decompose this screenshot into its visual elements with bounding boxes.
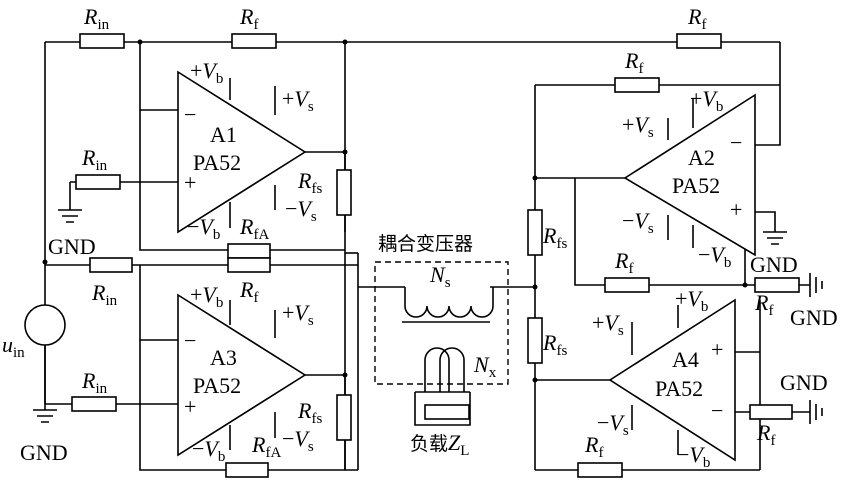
label-rfs-a4: Rfs <box>542 330 567 359</box>
resistor-rin-a1-plus <box>75 174 121 190</box>
a1-plus-sign: + <box>184 170 196 195</box>
label-rfa-a1: RfA <box>239 214 269 243</box>
a3-minus-sign: − <box>184 328 196 353</box>
gnd-label-a4: GND <box>780 370 828 395</box>
a4-minus-sign: − <box>711 398 723 423</box>
transformer-primary-coil <box>402 287 494 323</box>
gnd-label-a1: GND <box>48 234 96 259</box>
resistors <box>71 33 800 478</box>
label-rin-a3: Rin <box>91 280 118 309</box>
resistor-rfs-a1 <box>336 169 352 216</box>
opamp-a2-name: A2 <box>688 145 715 170</box>
resistor-rf-a1 <box>231 33 277 49</box>
label-rfa-a3: RfA <box>251 432 281 461</box>
resistor-rf-gnd <box>754 277 800 293</box>
a4-vs-minus: −Vs <box>597 410 629 439</box>
label-rfs-a3: Rfs <box>297 398 322 427</box>
label-rf-gnd: Rf <box>754 290 773 319</box>
opamp-a2-model: PA52 <box>672 173 720 198</box>
resistor-rf-a3 <box>227 257 271 273</box>
a4-vb-minus: −Vb <box>677 442 710 471</box>
a2-vb-plus: +Vb <box>690 86 723 115</box>
label-ns: Ns <box>429 262 451 291</box>
a1-minus-sign: − <box>184 102 196 127</box>
label-nx: Nx <box>473 352 497 381</box>
a3-vb-minus: −Vb <box>192 436 225 465</box>
opamp-a3-name: A3 <box>210 345 237 370</box>
a2-vs-plus: +Vs <box>622 112 654 141</box>
label-uin: uin <box>2 332 25 361</box>
a1-vs-plus: +Vs <box>282 86 314 115</box>
a2-vs-minus: −Vs <box>622 208 654 237</box>
resistor-rfs-a2 <box>527 209 543 256</box>
resistor-rf-top <box>676 33 722 49</box>
a3-vb-plus: +Vb <box>190 282 223 311</box>
gnd-label-rf: GND <box>790 305 838 330</box>
gnd-label-a2: GND <box>750 252 798 277</box>
load-label: 负载ZL <box>410 430 469 459</box>
a2-minus-sign: − <box>730 130 742 155</box>
label-rf-top: Rf <box>687 4 706 33</box>
label-rf-a4-gnd: Rf <box>756 420 775 449</box>
ground-symbols <box>33 209 823 424</box>
resistor-rfs-a4 <box>527 317 543 364</box>
label-rf-a2: Rf <box>624 48 643 77</box>
transformer-title: 耦合变压器 <box>378 233 473 255</box>
opamp-a3-model: PA52 <box>193 373 241 398</box>
opamp-a1-name: A1 <box>210 122 237 147</box>
label-rin-a1-plus: Rin <box>81 145 108 174</box>
label-rfs-a1: Rfs <box>297 168 322 197</box>
resistor-rfs-a3 <box>336 394 352 441</box>
junctions <box>42 39 748 383</box>
opamp-a1 <box>177 70 307 234</box>
resistor-rin-a3 <box>89 257 133 273</box>
a4-vb-plus: +Vb <box>675 286 708 315</box>
a1-vb-plus: +Vb <box>190 58 223 87</box>
label-rf-a2-bottom: Rf <box>614 248 633 277</box>
opamp-a4-name: A4 <box>672 347 699 372</box>
transformer-box <box>374 261 509 385</box>
resistor-rin-a1 <box>79 33 125 49</box>
resistor-rf-a2 <box>614 77 660 93</box>
opamp-a3 <box>177 293 307 457</box>
transformer-secondary-coil <box>414 347 471 426</box>
resistor-rf-a4 <box>577 462 623 478</box>
a3-vs-minus: −Vs <box>282 426 314 455</box>
a4-plus-sign: + <box>711 337 723 362</box>
label-rin-a1: Rin <box>83 4 110 33</box>
label-rf-a1: Rf <box>239 4 258 33</box>
resistor-rfa-a1 <box>227 243 271 259</box>
resistor-rf-a2-bottom <box>604 277 650 293</box>
opamp-a1-model: PA52 <box>193 150 241 175</box>
gnd-label-a3: GND <box>20 440 68 465</box>
label-rin-a3-plus: Rin <box>81 368 108 397</box>
label-rfs-a2: Rfs <box>542 223 567 252</box>
a2-plus-sign: + <box>730 197 742 222</box>
load-resistor <box>424 404 470 420</box>
a4-vs-plus: +Vs <box>592 310 624 339</box>
resistor-rin-a3-plus <box>71 396 117 412</box>
resistor-rf-a4-gnd <box>749 404 793 420</box>
label-rf-a3: Rf <box>239 277 258 306</box>
opamp-a2 <box>623 93 756 257</box>
a2-vb-minus: −Vb <box>698 242 731 271</box>
a1-vb-minus: −Vb <box>187 214 220 243</box>
opamp-a4-model: PA52 <box>655 376 703 401</box>
a1-vs-minus: −Vs <box>285 196 317 225</box>
resistor-rfa-a3 <box>225 462 269 478</box>
voltage-source <box>24 304 66 346</box>
a3-plus-sign: + <box>184 394 196 419</box>
a3-vs-plus: +Vs <box>282 300 314 329</box>
opamp-a4 <box>608 298 736 462</box>
label-rf-a4: Rf <box>584 432 603 461</box>
